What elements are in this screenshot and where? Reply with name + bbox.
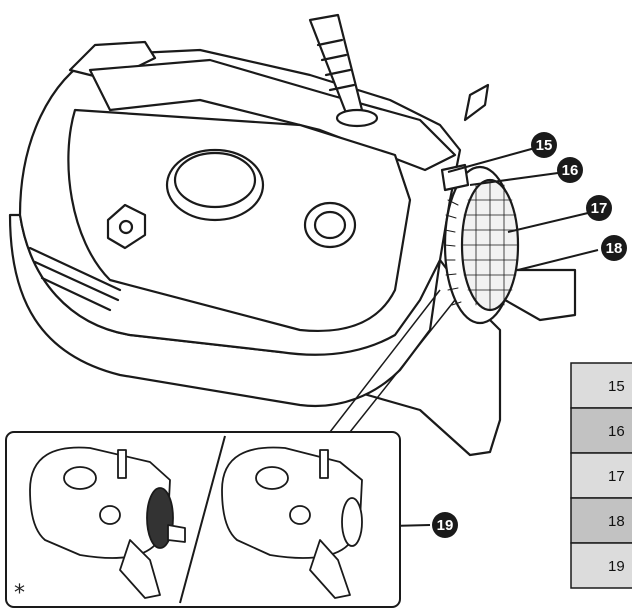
steam-dial-inner xyxy=(173,151,257,209)
zoom-line-b xyxy=(349,299,456,433)
callout-16: 16 xyxy=(557,157,583,183)
cord-guard xyxy=(503,268,577,322)
callout-19: 19 xyxy=(432,512,458,538)
ring-knurl xyxy=(444,199,462,306)
callout-badges: 15 16 17 18 19 xyxy=(432,132,627,538)
key-row-15: 15 xyxy=(570,362,632,409)
svg-text:19: 19 xyxy=(608,558,625,575)
svg-text:18: 18 xyxy=(606,240,623,257)
filler-base xyxy=(335,108,379,128)
valve-cap xyxy=(440,163,470,192)
svg-text:17: 17 xyxy=(608,468,625,485)
key-row-18: 18 xyxy=(570,497,632,544)
callout-15: 15 xyxy=(531,132,557,158)
leader-18 xyxy=(517,249,599,271)
inset-iron-without-filter xyxy=(221,446,363,599)
key-row-19: 19 xyxy=(570,542,632,589)
handle xyxy=(88,58,457,172)
svg-text:19: 19 xyxy=(437,517,454,534)
mesh-lines xyxy=(461,179,519,311)
control-panel xyxy=(67,108,412,332)
leader-16 xyxy=(469,172,559,186)
inset-divider xyxy=(179,435,226,604)
inset-iron-with-filter xyxy=(29,446,186,599)
parts-key-table: 15 16 17 18 19 xyxy=(570,362,632,589)
svg-text:16: 16 xyxy=(562,162,579,179)
leader-lines xyxy=(329,147,599,528)
zoom-line-a xyxy=(329,289,441,433)
svg-text:17: 17 xyxy=(591,200,608,217)
callout-17: 17 xyxy=(586,195,612,221)
key-row-17: 17 xyxy=(570,452,632,499)
side-vents xyxy=(28,246,122,312)
svg-text:16: 16 xyxy=(608,423,625,440)
rear-hook xyxy=(463,83,490,122)
callout-18: 18 xyxy=(601,235,627,261)
svg-text:18: 18 xyxy=(608,513,625,530)
iron-illustration xyxy=(8,13,577,457)
leader-15 xyxy=(447,147,536,173)
inset-asterisk: * xyxy=(14,581,25,606)
spray-button-dot xyxy=(118,219,134,235)
key-row-16: 16 xyxy=(570,407,632,454)
filler-spring xyxy=(316,38,356,92)
leader-17 xyxy=(507,212,589,233)
svg-text:15: 15 xyxy=(608,378,625,395)
inset-panel: * xyxy=(5,431,401,608)
svg-text:15: 15 xyxy=(536,137,553,154)
thermostat-knob-inner xyxy=(313,210,347,240)
